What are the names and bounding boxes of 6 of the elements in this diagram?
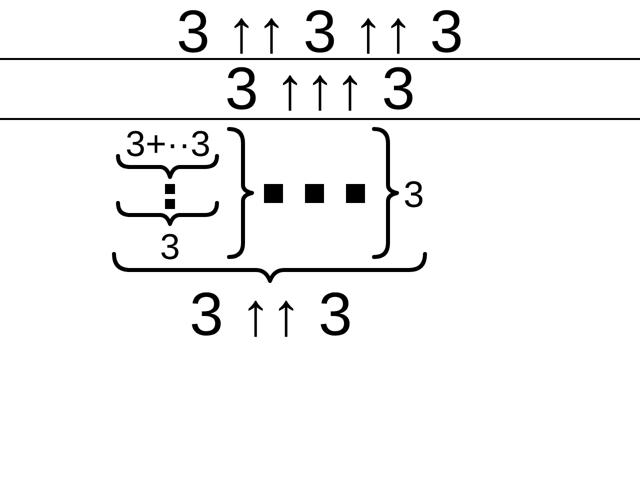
number-text: 3 xyxy=(160,229,180,265)
expression-text: 3 ↑↑ 3 ↑↑ 3 xyxy=(176,2,464,62)
expression-text: 3 ↑↑↑ 3 xyxy=(225,59,416,119)
number-text: 3 xyxy=(404,176,424,213)
expression-text: 3 ↑↑ 3 xyxy=(190,284,352,345)
expression-text: 3+··3 xyxy=(126,126,211,162)
